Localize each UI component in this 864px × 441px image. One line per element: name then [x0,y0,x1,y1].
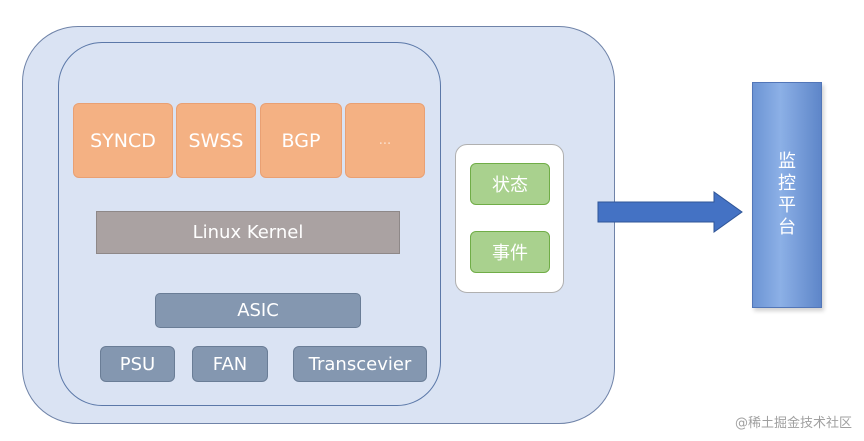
hardware-psu: PSU [100,346,175,382]
monitoring-platform: 监控平台 [752,82,822,308]
process-syncd: SYNCD [73,103,173,178]
monitoring-platform-label: 监控平台 [778,151,796,238]
process-more: ... [345,103,425,178]
watermark: @稀土掘金技术社区 [734,416,852,431]
hardware-fan: FAN [192,346,268,382]
linux-kernel-layer: Linux Kernel [96,211,400,254]
hardware-transceiver: Transcevier [293,346,427,382]
event-box: 事件 [470,231,550,273]
status-box: 状态 [470,163,550,205]
process-bgp: BGP [260,103,342,178]
asic-layer: ASIC [155,293,361,328]
process-swss: SWSS [176,103,256,178]
right-arrow-icon [597,191,743,233]
